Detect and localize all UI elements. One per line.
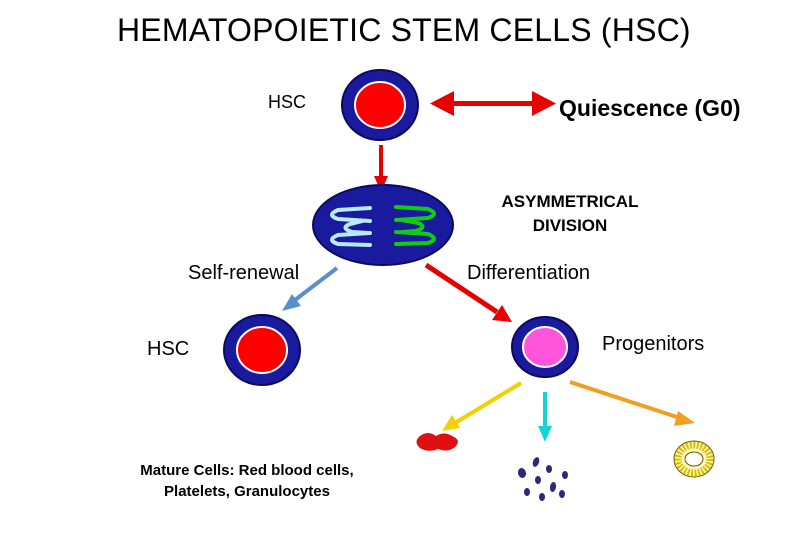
progenitor-cell-icon bbox=[511, 316, 579, 378]
rbc-arrow bbox=[442, 381, 523, 431]
asymmetrical-division-label: ASYMMETRICAL DIVISION bbox=[501, 192, 639, 235]
granulocyte-arrow bbox=[569, 380, 695, 426]
granulocyte-icon bbox=[673, 440, 715, 478]
division-arrow bbox=[374, 145, 388, 192]
page-title: HEMATOPOIETIC STEM CELLS (HSC) bbox=[117, 12, 691, 48]
hsc-label-left: HSC bbox=[147, 338, 190, 360]
differentiation-arrow bbox=[424, 262, 512, 322]
red-blood-cell-icon bbox=[416, 433, 458, 451]
self-renewal-arrow bbox=[282, 266, 339, 311]
hsc-label-top: HSC bbox=[268, 92, 307, 112]
differentiation-label: Differentiation bbox=[467, 262, 591, 284]
quiescence-label: Quiescence (G0) bbox=[559, 95, 741, 121]
platelets-arrow bbox=[538, 392, 552, 442]
hsc-cell-icon bbox=[341, 69, 419, 141]
quiescence-double-arrow bbox=[430, 91, 556, 116]
self-renewal-label: Self-renewal bbox=[188, 262, 300, 284]
platelets-icon bbox=[517, 457, 568, 501]
dividing-cell-icon bbox=[312, 184, 454, 266]
mature-cells-label: Mature Cells: Red blood cells, Platelets… bbox=[140, 462, 354, 500]
hsc-cell-icon bbox=[223, 314, 301, 386]
progenitors-label: Progenitors bbox=[602, 333, 705, 355]
